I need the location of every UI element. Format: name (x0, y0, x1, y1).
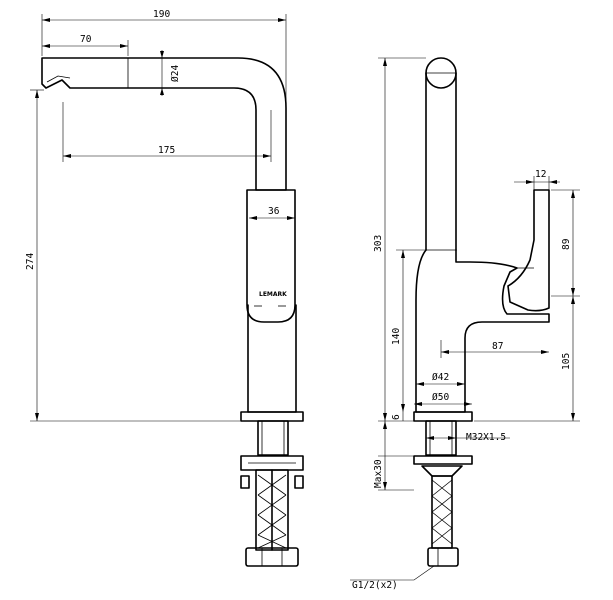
dim-label-d50: Ø50 (432, 392, 449, 403)
side-lever (507, 189, 550, 312)
dim-label-70: 70 (80, 34, 92, 45)
front-mount-nut (240, 455, 304, 471)
side-base-ring (413, 411, 473, 422)
brand-logo: LEMARK (259, 291, 287, 298)
dim-label-175: 175 (158, 145, 175, 156)
side-spout-neck (425, 72, 457, 251)
front-view: LEMARK (41, 57, 304, 567)
front-shank (257, 420, 289, 456)
side-view (350, 57, 550, 581)
side-hose (431, 475, 453, 549)
side-fitting (427, 547, 459, 567)
dim-label-36: 36 (268, 206, 280, 217)
dim-label-190: 190 (153, 9, 170, 20)
front-stud-right (294, 475, 304, 489)
side-washer (421, 465, 463, 477)
dim-label-12: 12 (535, 169, 546, 180)
front-hoses (255, 469, 289, 551)
side-dimensions: 303 140 6 12 89 105 87 Ø42 Ø (352, 57, 580, 591)
dim-label-303: 303 (373, 235, 384, 252)
dim-label-274: 274 (25, 253, 36, 270)
dim-label-max30: Max30 (373, 459, 384, 488)
hose-leader (350, 565, 435, 581)
dim-label-6: 6 (391, 414, 402, 420)
spout-aerator (46, 75, 71, 83)
dim-label-d24: Ø24 (170, 65, 181, 82)
dim-label-87: 87 (492, 341, 503, 352)
dim-label-hose-thread: G1/2(x2) (352, 580, 398, 591)
front-dimensions: 190 70 Ø24 175 36 274 (25, 9, 295, 422)
front-spout (41, 57, 287, 191)
side-hose-braid (431, 479, 453, 545)
front-base-ring (240, 411, 304, 422)
side-body (415, 249, 550, 413)
side-hose-outline (431, 475, 453, 549)
dim-label-thread: M32X1.5 (466, 432, 506, 443)
dim-label-140: 140 (391, 328, 402, 345)
front-fittings (245, 547, 299, 567)
side-mount-nut (413, 455, 473, 465)
dim-label-d42: Ø42 (432, 372, 449, 383)
dim-label-89: 89 (561, 238, 572, 250)
dim-label-105: 105 (561, 353, 572, 370)
front-stud-left (240, 475, 250, 489)
